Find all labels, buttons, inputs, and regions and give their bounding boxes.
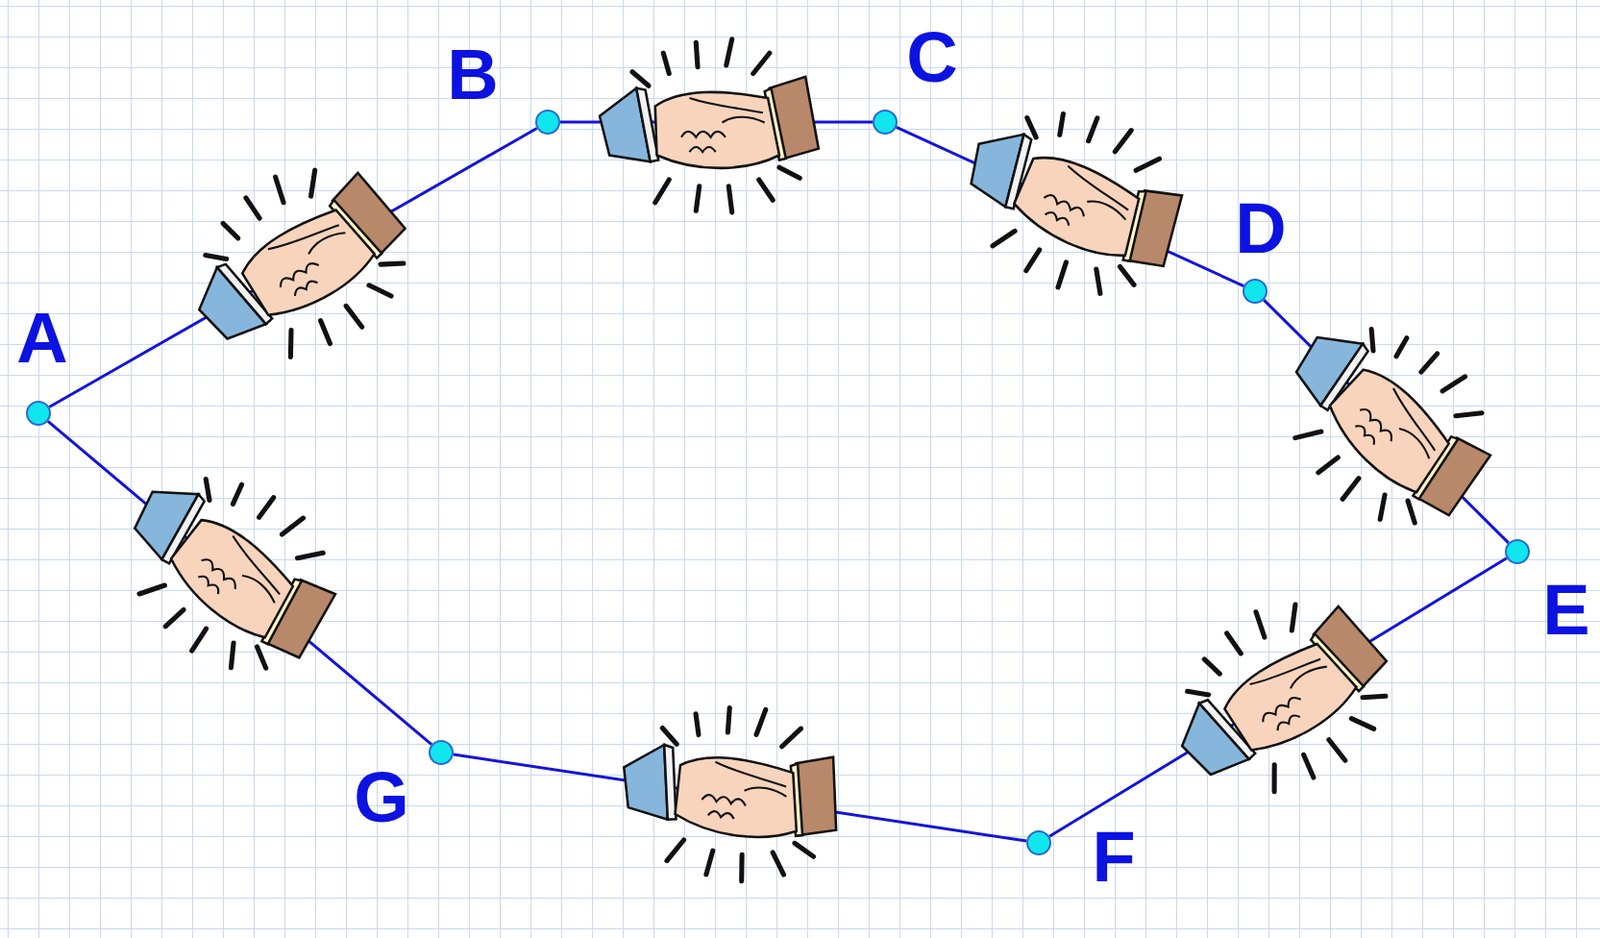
edge-line: [49, 127, 537, 407]
vertex-label: E: [1542, 574, 1590, 646]
vertex-label: F: [1091, 821, 1135, 893]
edge-line: [1049, 558, 1507, 837]
vertex-dot: B: [535, 109, 561, 135]
handshake: [599, 39, 819, 213]
vertex-label: B: [446, 39, 498, 111]
vertex-dot: A: [25, 400, 51, 426]
handshake: [1142, 566, 1420, 829]
vertex-dot: G: [428, 739, 454, 765]
edge-line: [48, 420, 432, 744]
vertex-dot: D: [1242, 278, 1268, 304]
handshake: [610, 690, 852, 893]
handshake: [90, 433, 370, 707]
handshake: [937, 73, 1210, 324]
vertex-dot: E: [1504, 539, 1530, 565]
vertex-label: C: [906, 22, 958, 94]
vertex-label: D: [1234, 193, 1286, 265]
vertex-label: G: [353, 762, 410, 834]
handshake: [160, 133, 437, 394]
vertex-dot: F: [1026, 830, 1052, 856]
vertex-label: A: [16, 302, 68, 374]
vertex-dot: C: [872, 109, 898, 135]
handshake: [1249, 283, 1527, 561]
